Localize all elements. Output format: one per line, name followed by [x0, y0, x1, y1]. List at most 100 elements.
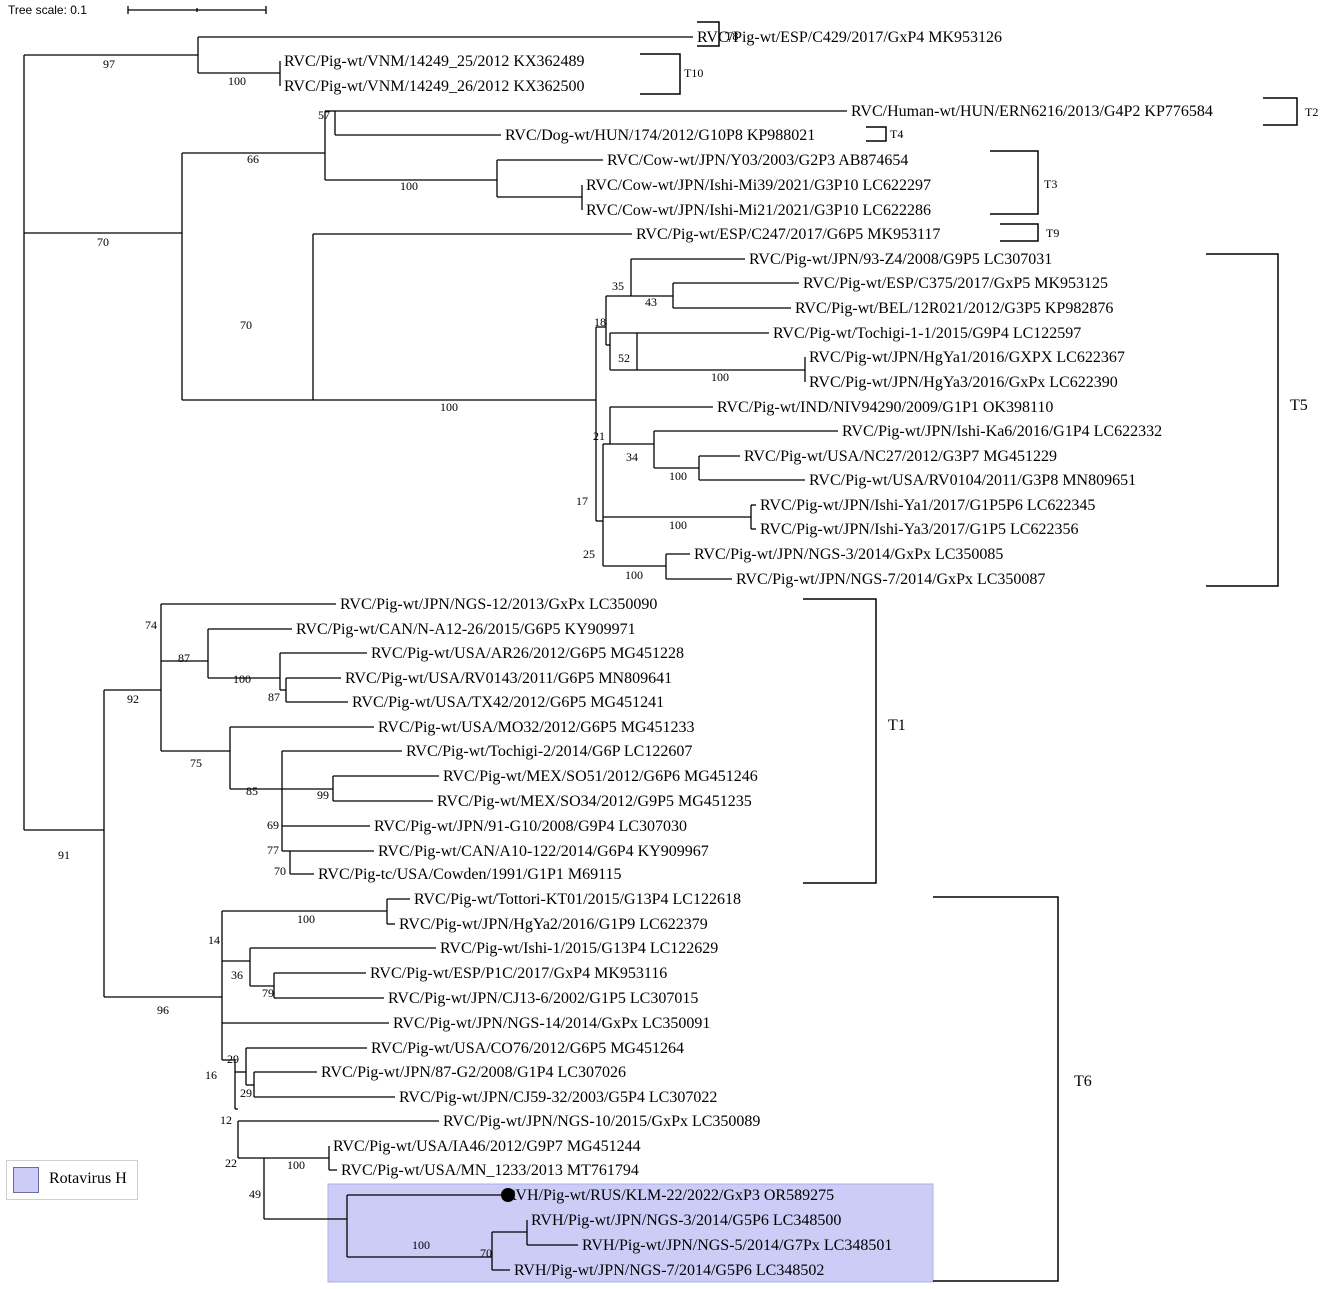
bootstrap-value: 96	[157, 1003, 169, 1017]
leaf-label: RVC/Pig-wt/JPN/NGS-14/2014/GxPx LC350091	[393, 1015, 710, 1032]
leaf-label: RVC/Pig-wt/JPN/CJ13-6/2002/G1P5 LC307015	[388, 990, 698, 1007]
leaf-label: RVC/Pig-wt/JPN/NGS-10/2015/GxPx LC350089	[443, 1113, 760, 1130]
leaf-label: RVC/Pig-wt/BEL/12R021/2012/G3P5 KP982876	[795, 300, 1113, 317]
leaf-label: RVC/Pig-wt/USA/RV0104/2011/G3P8 MN809651	[809, 472, 1136, 489]
leaf-label: RVC/Pig-wt/USA/TX42/2012/G6P5 MG451241	[352, 694, 664, 711]
bootstrap-value: 16	[205, 1068, 217, 1082]
clade-bracket	[1000, 223, 1039, 242]
bootstrap-value: 69	[267, 818, 279, 832]
leaf-label: RVH/Pig-wt/JPN/NGS-7/2014/G5P6 LC348502	[514, 1262, 824, 1279]
bootstrap-value: 29	[227, 1052, 239, 1066]
leaf-label: RVC/Pig-wt/USA/CO76/2012/G6P5 MG451264	[371, 1040, 684, 1057]
leaf-label: RVC/Pig-wt/JPN/HgYa1/2016/GXPX LC622367	[809, 349, 1125, 366]
bootstrap-value: 74	[145, 618, 157, 632]
leaf-label: RVC/Cow-wt/JPN/Ishi-Mi21/2021/G3P10 LC62…	[586, 202, 931, 219]
bootstrap-value: 70	[480, 1246, 492, 1260]
leaf-label: RVC/Pig-wt/USA/AR26/2012/G6P5 MG451228	[371, 645, 684, 662]
leaf-label: RVC/Pig-wt/JPN/HgYa2/2016/G1P9 LC622379	[399, 916, 708, 933]
leaf-label: RVC/Dog-wt/HUN/174/2012/G10P8 KP988021	[505, 127, 815, 144]
bootstrap-value: 36	[231, 968, 243, 982]
leaf-label: RVC/Cow-wt/JPN/Ishi-Mi39/2021/G3P10 LC62…	[586, 177, 931, 194]
leaf-label: RVC/Human-wt/HUN/ERN6216/2013/G4P2 KP776…	[851, 103, 1213, 120]
leaf-label: RVC/Pig-wt/Ishi-1/2015/G13P4 LC122629	[440, 940, 718, 957]
clade-label: T8	[725, 29, 738, 43]
leaf-label: RVC/Pig-wt/CAN/N-A12-26/2015/G6P5 KY9099…	[296, 621, 636, 638]
bootstrap-value: 100	[297, 912, 315, 926]
leaf-label: RVC/Pig-wt/MEX/SO51/2012/G6P6 MG451246	[443, 768, 758, 785]
clade-bracket	[866, 126, 887, 142]
leaf-label: RVC/Pig-wt/USA/NC27/2012/G3P7 MG451229	[744, 448, 1057, 465]
leaf-label: RVC/Pig-wt/JPN/NGS-7/2014/GxPx LC350087	[736, 571, 1045, 588]
clade-bracket	[803, 598, 877, 884]
leaf-label: RVC/Cow-wt/JPN/Y03/2003/G2P3 AB874654	[607, 152, 908, 169]
leaf-label: RVC/Pig-wt/ESP/C429/2017/GxP4 MK953126	[697, 29, 1002, 46]
legend-label: Rotavirus H	[49, 1170, 127, 1187]
bootstrap-value: 49	[249, 1187, 261, 1201]
tree-scale-label: Tree scale: 0.1	[8, 3, 87, 17]
leaf-label: RVH/Pig-wt/JPN/NGS-5/2014/G7Px LC348501	[582, 1237, 892, 1254]
bootstrap-value: 34	[626, 450, 638, 464]
bootstrap-value: 43	[645, 295, 657, 309]
clade-bracket	[1263, 97, 1298, 126]
bootstrap-value: 100	[669, 518, 687, 532]
leaf-label: RVH/Pig-wt/RUS/KLM-22/2022/GxP3 OR589275	[506, 1187, 834, 1204]
bootstrap-value: 70	[240, 318, 252, 332]
bootstrap-value: 14	[208, 933, 220, 947]
bootstrap-value: 66	[247, 152, 259, 166]
tree-branches	[23, 36, 847, 1271]
bootstrap-value: 70	[274, 864, 286, 878]
bootstrap-value: 100	[412, 1238, 430, 1252]
bootstrap-value: 18	[594, 315, 606, 329]
leaf-label: RVC/Pig-wt/ESP/P1C/2017/GxP4 MK953116	[370, 965, 667, 982]
leaf-label: RVH/Pig-wt/JPN/NGS-3/2014/G5P6 LC348500	[531, 1212, 841, 1229]
clade-label: T10	[684, 66, 703, 80]
clade-label: T3	[1044, 177, 1057, 191]
leaf-label: RVC/Pig-wt/USA/RV0143/2011/G6P5 MN809641	[345, 670, 672, 687]
bootstrap-value: 85	[246, 784, 258, 798]
legend-swatch	[13, 1167, 39, 1193]
bootstrap-value: 12	[220, 1113, 232, 1127]
bootstrap-value: 52	[618, 351, 630, 365]
bootstrap-value: 70	[97, 235, 109, 249]
leaf-label: RVC/Pig-wt/JPN/CJ59-32/2003/G5P4 LC30702…	[399, 1089, 717, 1106]
clade-label: T1	[888, 717, 906, 734]
bootstrap-value: 100	[440, 400, 458, 414]
rotavirus-h-highlight	[327, 1183, 934, 1283]
leaf-label: RVC/Pig-wt/IND/NIV94290/2009/G1P1 OK3981…	[717, 399, 1053, 416]
leaf-label: RVC/Pig-wt/JPN/NGS-12/2013/GxPx LC350090	[340, 596, 657, 613]
bootstrap-value: 17	[576, 494, 588, 508]
bootstrap-value: 91	[58, 848, 70, 862]
clade-label: T9	[1046, 226, 1059, 240]
leaf-label: RVC/Pig-wt/JPN/Ishi-Ya1/2017/G1P5P6 LC62…	[760, 497, 1095, 514]
bootstrap-value: 100	[233, 672, 251, 686]
leaf-label: RVC/Pig-wt/Tochigi-2/2014/G6P LC122607	[406, 743, 692, 760]
bootstrap-value: 87	[178, 651, 190, 665]
leaf-label: RVC/Pig-wt/Tottori-KT01/2015/G13P4 LC122…	[414, 891, 741, 908]
leaf-label: RVC/Pig-tc/USA/Cowden/1991/G1P1 M69115	[318, 866, 621, 883]
leaf-label: RVC/Pig-wt/JPN/NGS-3/2014/GxPx LC350085	[694, 546, 1003, 563]
bootstrap-value: 100	[400, 179, 418, 193]
bootstrap-value: 29	[240, 1086, 252, 1100]
clade-bracket	[640, 53, 681, 95]
leaf-label: RVC/Pig-wt/USA/IA46/2012/G9P7 MG451244	[333, 1138, 641, 1155]
leaf-label: RVC/Pig-wt/Tochigi-1-1/2015/G9P4 LC12259…	[773, 325, 1081, 342]
leaf-label: RVC/Pig-wt/JPN/91-G10/2008/G9P4 LC307030	[374, 818, 687, 835]
clade-label: T5	[1290, 397, 1308, 414]
tree-scale: Tree scale: 0.1	[8, 3, 267, 17]
bootstrap-value: 100	[711, 370, 729, 384]
clade-bracket	[933, 896, 1059, 1282]
leaf-label: RVC/Pig-wt/MEX/SO34/2012/G9P5 MG451235	[437, 793, 752, 810]
bootstrap-value: 75	[190, 756, 202, 770]
leaf-label: RVC/Pig-wt/JPN/87-G2/2008/G1P4 LC307026	[321, 1064, 626, 1081]
leaf-label: RVC/Pig-wt/JPN/HgYa3/2016/GxPx LC622390	[809, 374, 1118, 391]
bootstrap-value: 21	[593, 429, 605, 443]
bootstrap-value: 22	[225, 1156, 237, 1170]
leaf-label: RVC/Pig-wt/JPN/Ishi-Ya3/2017/G1P5 LC6223…	[760, 521, 1078, 538]
leaf-label: RVC/Pig-wt/ESP/C375/2017/GxP5 MK953125	[803, 275, 1108, 292]
leaf-label: RVC/Pig-wt/JPN/Ishi-Ka6/2016/G1P4 LC6223…	[842, 423, 1162, 440]
clade-label: T6	[1074, 1073, 1092, 1090]
leaf-label: RVC/Pig-wt/ESP/C247/2017/G6P5 MK953117	[636, 226, 940, 243]
bootstrap-value: 87	[268, 690, 280, 704]
bootstrap-values: 9710057661007070100354318521002134100171…	[58, 57, 729, 1260]
leaf-label: RVC/Pig-wt/JPN/93-Z4/2008/G9P5 LC307031	[749, 251, 1052, 268]
